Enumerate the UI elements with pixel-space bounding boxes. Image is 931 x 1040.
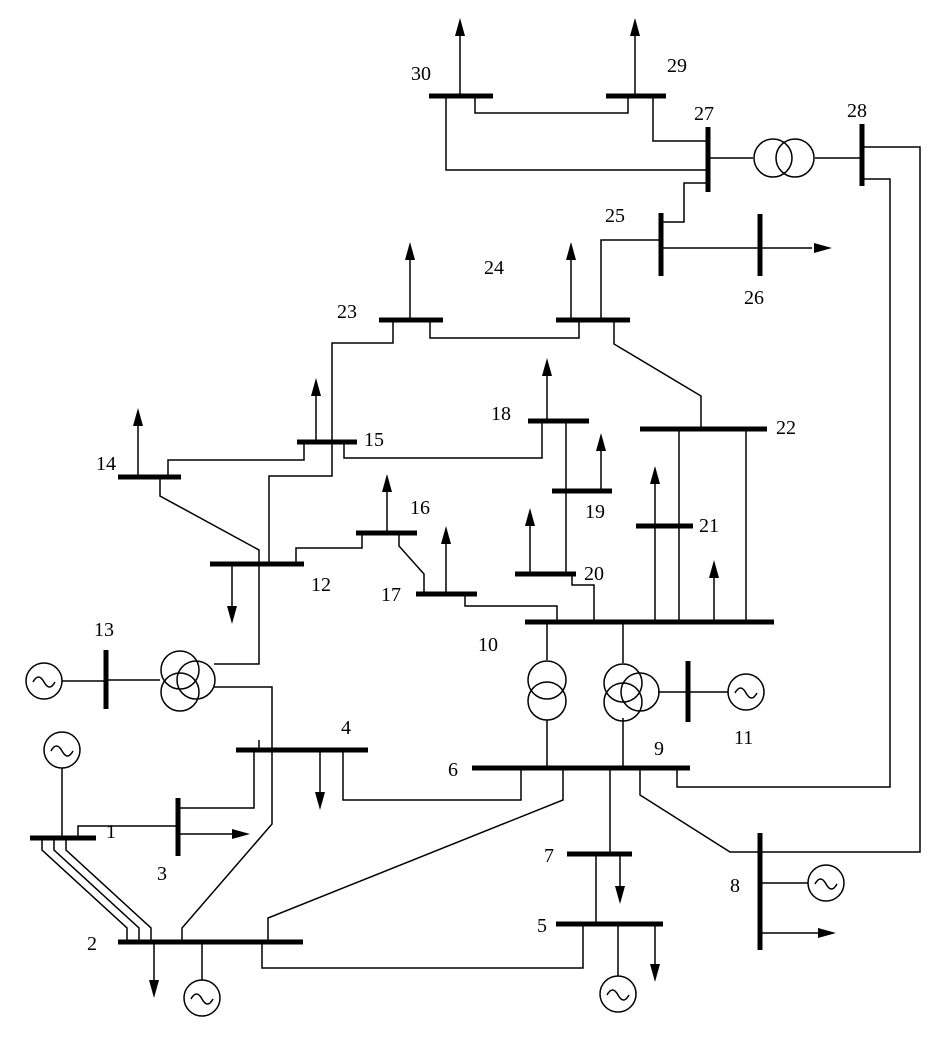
bus-label-12: 12 <box>311 574 331 596</box>
bus-label-7: 7 <box>544 845 554 867</box>
bus-label-27: 27 <box>694 103 714 125</box>
generator-icon-2 <box>183 942 221 1017</box>
load-arrow-18 <box>542 358 552 421</box>
load-arrow-19 <box>596 433 606 491</box>
load-arrow-16 <box>382 474 392 533</box>
bus-label-30: 30 <box>411 63 431 85</box>
bus-label-24: 24 <box>484 257 504 279</box>
line-29-30 <box>474 96 629 114</box>
load-arrow-29 <box>630 18 640 96</box>
branch-lines <box>41 96 921 969</box>
load-arrow-30 <box>455 18 465 96</box>
load-arrow-5 <box>650 924 660 982</box>
line-2-6 <box>267 768 564 942</box>
load-arrow-23 <box>405 242 415 320</box>
generator-icon-8 <box>760 864 845 902</box>
line-15-23 <box>331 320 394 442</box>
load-arrow-24 <box>566 242 576 320</box>
transformers <box>160 138 815 722</box>
bus-label-23: 23 <box>337 301 357 323</box>
bus-label-4: 4 <box>341 717 351 739</box>
line-2-5 <box>261 924 584 969</box>
generator-icon-1 <box>43 731 81 838</box>
load-arrow-14 <box>133 408 143 477</box>
load-arrow-7 <box>615 854 625 904</box>
line-14-15 <box>167 442 305 477</box>
load-arrow-12 <box>227 564 237 624</box>
bus-label-22: 22 <box>776 417 796 439</box>
bus-label-9: 9 <box>654 738 664 760</box>
bus-label-14: 14 <box>96 453 116 475</box>
bus-label-1: 1 <box>106 821 116 843</box>
line-1-2b <box>53 838 140 942</box>
line-27-29 <box>652 96 708 142</box>
bus-label-26: 26 <box>744 287 764 309</box>
generator-icon-5 <box>599 924 637 1013</box>
line-15-18 <box>343 421 543 459</box>
bus-label-15: 15 <box>364 429 384 451</box>
transformer-icon-27-28 <box>753 138 815 178</box>
line-1-3 <box>77 825 178 838</box>
line-12-15 <box>268 442 333 564</box>
line-12-16 <box>295 533 363 564</box>
line-6-28 <box>676 178 891 788</box>
line-20-10 <box>571 574 595 622</box>
line-3-4 <box>178 750 255 809</box>
line-27-30 <box>445 96 708 171</box>
load-arrow-8 <box>760 928 836 938</box>
bus-label-29: 29 <box>667 55 687 77</box>
line-12-trafo <box>214 564 260 665</box>
line-2-4 <box>181 686 273 942</box>
line-17-10 <box>464 594 558 622</box>
line-4-6 <box>342 750 522 801</box>
bus-label-16: 16 <box>410 497 430 519</box>
generators <box>25 662 845 1017</box>
line-6-8 <box>639 768 760 853</box>
line-22-24 <box>613 320 702 429</box>
generator-icon-13 <box>25 662 106 700</box>
transformer-icon-6-9-10-11 <box>603 663 660 722</box>
bus-label-28: 28 <box>847 100 867 122</box>
load-arrow-21 <box>650 466 660 526</box>
line-1-2a <box>41 838 128 942</box>
line-1-3a <box>65 838 152 942</box>
line-8-28 <box>760 146 921 853</box>
load-arrow-20 <box>525 508 535 574</box>
load-arrow-2 <box>149 942 159 998</box>
bus-label-17: 17 <box>381 584 401 606</box>
load-arrow-4 <box>315 750 325 810</box>
load-arrow-17 <box>441 526 451 594</box>
loads <box>133 18 836 998</box>
load-arrow-15 <box>311 378 321 442</box>
transformer-icon-4-12-13 <box>160 650 216 712</box>
line-25-27 <box>661 182 708 223</box>
line-23-24 <box>429 320 580 339</box>
generator-icon-11 <box>688 673 765 711</box>
bus-label-21: 21 <box>699 515 719 537</box>
bus-label-5: 5 <box>537 915 547 937</box>
load-arrow-26 <box>814 243 832 253</box>
bus-label-3: 3 <box>157 863 167 885</box>
bus-label-10: 10 <box>478 634 498 656</box>
bus-label-19: 19 <box>585 501 605 523</box>
load-arrow-10 <box>709 560 719 622</box>
line-16-17 <box>398 533 425 594</box>
bus-label-13: 13 <box>94 619 114 641</box>
load-arrow-3 <box>178 829 250 839</box>
line-12-14 <box>159 477 260 564</box>
bus-label-18: 18 <box>491 403 511 425</box>
bus-label-20: 20 <box>584 563 604 585</box>
bus-label-8: 8 <box>730 875 740 897</box>
line-24-25 <box>600 239 661 320</box>
bus-label-11: 11 <box>734 727 753 749</box>
transformer-icon-6-10 <box>527 660 567 721</box>
bus-label-6: 6 <box>448 759 458 781</box>
bus-labels: 1 2 3 4 5 6 7 8 9 10 11 12 13 14 15 16 1… <box>87 55 867 955</box>
bus-label-2: 2 <box>87 933 97 955</box>
bus-label-25: 25 <box>605 205 625 227</box>
